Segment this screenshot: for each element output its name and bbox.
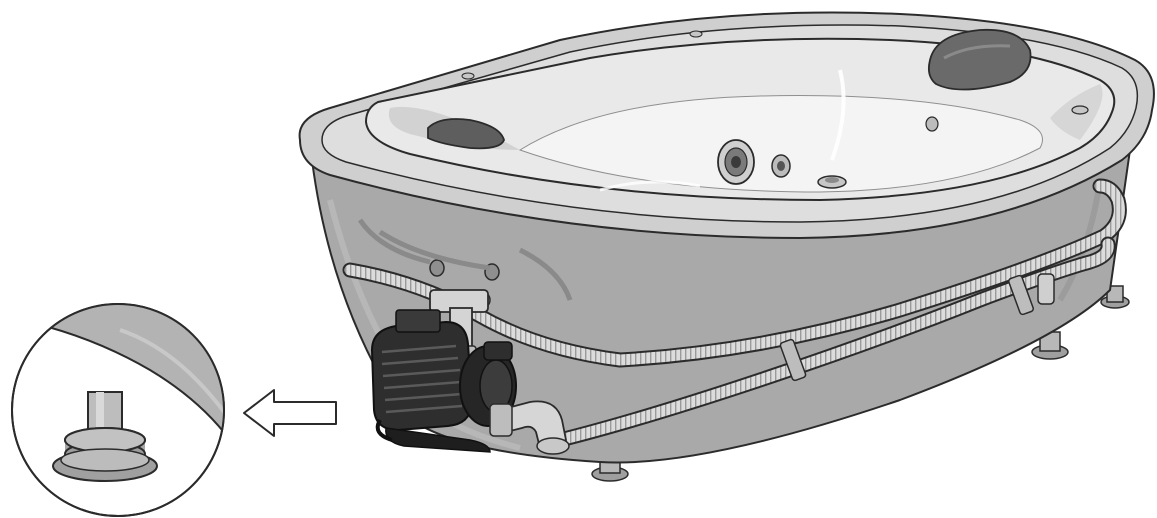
elbow-fitting [489,400,570,455]
tub-edge-section [17,304,224,443]
whirlpool-pump [370,309,517,453]
rim-fittings [461,30,1089,189]
bathtub [298,11,1155,482]
headrest-front [427,118,505,150]
arrow-left-icon [243,389,337,437]
hose-clamps [779,273,1055,382]
foot-detail-callout [11,303,225,517]
whirlpool-jets [717,116,939,185]
